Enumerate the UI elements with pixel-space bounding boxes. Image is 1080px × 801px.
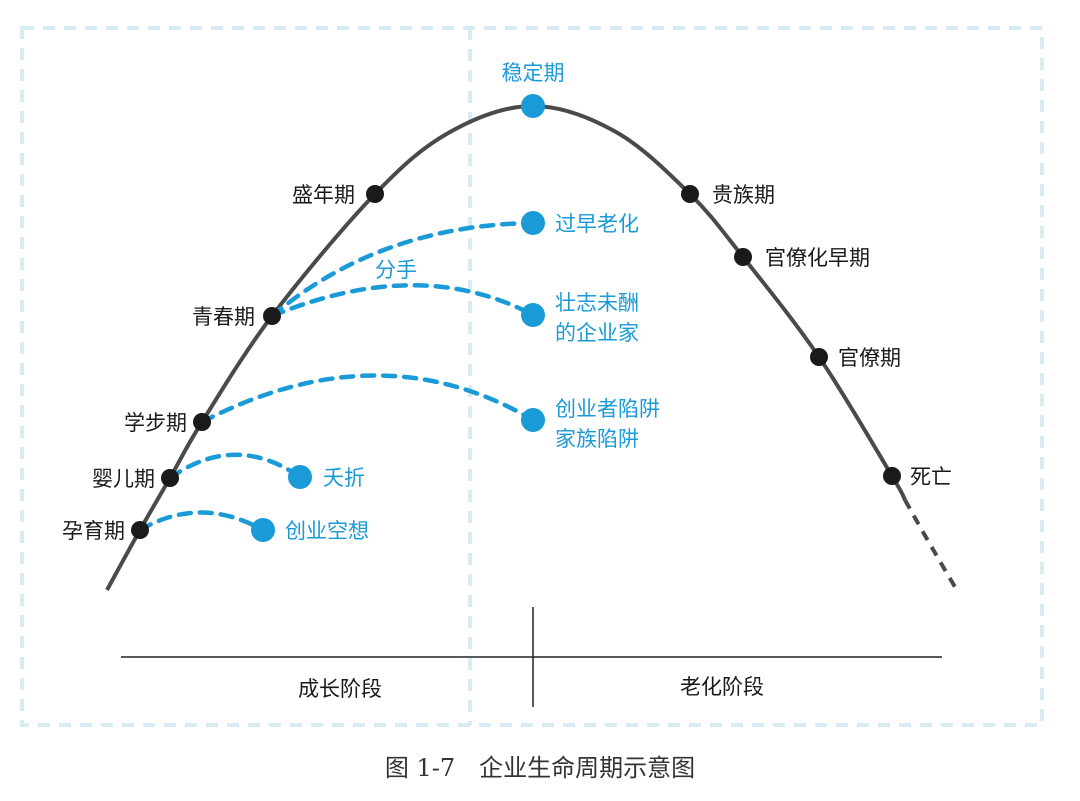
stage-dot bbox=[883, 467, 901, 485]
label-early-bureaucracy: 官僚化早期 bbox=[765, 246, 870, 270]
label-gestation: 孕育期 bbox=[62, 519, 125, 543]
branch-dream bbox=[137, 510, 266, 533]
trap-dot bbox=[251, 518, 275, 542]
stage-dot bbox=[810, 348, 828, 366]
label-bureaucracy: 官僚期 bbox=[838, 346, 901, 370]
trap-dot bbox=[521, 211, 545, 235]
trap-dot bbox=[288, 465, 312, 489]
branch-founder-trap bbox=[199, 373, 536, 425]
label-aging-phase: 老化阶段 bbox=[680, 675, 764, 699]
stage-dot bbox=[734, 248, 752, 266]
figure-caption: 图 1-7 企业生命周期示意图 bbox=[385, 754, 695, 782]
label-unfulfilled-1: 壮志未酬 bbox=[555, 291, 639, 315]
label-unfulfilled-2: 的企业家 bbox=[555, 321, 639, 345]
label-family-trap: 家族陷阱 bbox=[555, 427, 639, 451]
label-premature-aging: 过早老化 bbox=[555, 212, 639, 236]
label-adolescence: 青春期 bbox=[192, 305, 255, 329]
trap-dot bbox=[521, 408, 545, 432]
label-aristocracy: 贵族期 bbox=[712, 183, 775, 207]
label-dream: 创业空想 bbox=[285, 519, 369, 543]
label-go-go: 学步期 bbox=[124, 411, 187, 435]
branch-infant-death bbox=[167, 452, 303, 481]
peak-dot bbox=[521, 94, 545, 118]
stage-dot bbox=[161, 469, 179, 487]
branch-unfulfilled bbox=[269, 283, 536, 319]
label-infancy: 婴儿期 bbox=[92, 467, 155, 491]
label-stable: 稳定期 bbox=[502, 61, 565, 85]
stage-dot bbox=[263, 307, 281, 325]
label-founder-trap: 创业者陷阱 bbox=[555, 397, 660, 421]
lifecycle-curve bbox=[105, 103, 907, 591]
stage-dot bbox=[131, 521, 149, 539]
label-infant-death: 夭折 bbox=[323, 466, 365, 490]
stage-dot bbox=[681, 185, 699, 203]
trap-dot bbox=[521, 303, 545, 327]
frame bbox=[20, 26, 1044, 727]
label-divorce: 分手 bbox=[375, 258, 417, 282]
label-death: 死亡 bbox=[910, 465, 952, 489]
label-growth-phase: 成长阶段 bbox=[298, 677, 382, 701]
stage-dot bbox=[366, 185, 384, 203]
label-prime: 盛年期 bbox=[292, 183, 355, 207]
post-death-curve bbox=[903, 499, 960, 594]
branch-premature-aging bbox=[269, 220, 536, 319]
stage-dot bbox=[193, 413, 211, 431]
